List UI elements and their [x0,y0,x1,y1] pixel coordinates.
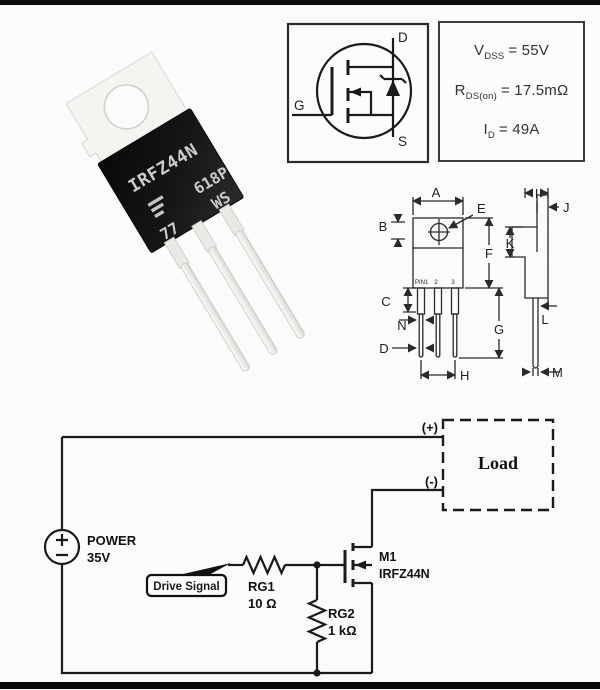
junction-dot-ground [313,669,321,677]
spec-id: ID= 49A [483,120,540,141]
top-letterbox-bar [0,0,600,5]
side-view [511,194,549,369]
spec-rdson: RDS(on)= 17.5mΩ [454,81,569,102]
dim-H: H [460,368,469,383]
load-label: Load [478,453,518,473]
mosfet-m1 [343,543,372,587]
lead-3 [218,203,305,339]
plus-terminal-label: (+) [422,420,438,435]
dim-L: L [541,312,548,327]
resistor-rg1 [241,554,287,576]
front-leads [416,287,460,358]
dim-B: B [379,219,388,234]
dim-M: M [552,365,563,380]
resistor-rg2 [306,598,328,644]
to220-package: IRFZ44N 618P 77 WS [65,51,305,372]
mosfet-symbol [292,38,407,137]
dim-N: N [397,318,406,333]
lead-2 [191,220,278,355]
body-diode [379,74,407,96]
dim-D: D [379,341,388,356]
mounting-hole [103,84,150,130]
gate-label: G [294,98,305,113]
pin2-label: 2 [434,280,438,286]
dim-G: G [494,322,504,337]
mosfet-part-label: IRFZ44N [379,567,430,581]
lead-1 [163,236,250,372]
symbol-envelope-circle [315,42,413,140]
dim-K: K [506,236,515,251]
front-dimensions [391,196,504,380]
package-dimensions-drawing: PIN1 2 3 [379,185,570,383]
symbol-box-border [286,22,430,164]
power-source [43,528,81,566]
mosfet-ref-label: M1 [379,550,396,564]
rg1-value-label: 10 Ω [248,596,277,611]
dim-F: F [485,246,493,261]
dim-E: E [477,201,486,216]
source-label: S [398,134,407,149]
rg2-value-label: 1 kΩ [328,623,357,638]
dim-A: A [432,185,441,200]
pin1-label: PIN1 [415,280,429,286]
rg1-ref-label: RG1 [248,579,275,594]
manufacturer-logo [147,195,165,219]
dim-C: C [381,294,390,309]
side-dimensions [505,188,560,377]
mosfet-symbol-box: D G S [286,22,430,164]
load-box [441,418,555,512]
transistor-photo: IRFZ44N 618P 77 WS [65,51,305,372]
power-value-label: 35V [87,550,110,565]
junction-dot-gate [313,561,321,569]
drive-signal-label: Drive Signal [153,581,219,593]
pin3-label: 3 [451,280,455,286]
drive-signal-callout: Drive Signal [145,563,231,598]
rg2-ref-label: RG2 [328,606,355,621]
minus-terminal-label: (-) [425,474,438,489]
package-leads [163,203,305,372]
power-name-label: POWER [87,533,137,548]
bottom-letterbox-bar [0,682,600,689]
dim-J: J [563,200,570,215]
application-circuit: POWER 35V Load (+) (-) RG1 10 Ω RG2 1 kΩ… [43,418,555,677]
dimension-labels: A B C D E F G H I J K L M N [379,185,570,383]
channel-arrow [350,87,361,97]
front-view: PIN1 2 3 [412,217,464,358]
mosfet-arrow [355,560,366,570]
dim-I: I [535,186,539,201]
drain-label: D [398,30,408,45]
specs-box: VDSS= 55V RDS(on)= 17.5mΩ ID= 49A [438,21,585,162]
spec-vdss: VDSS= 55V [474,42,549,63]
circuit-wires [60,435,443,675]
